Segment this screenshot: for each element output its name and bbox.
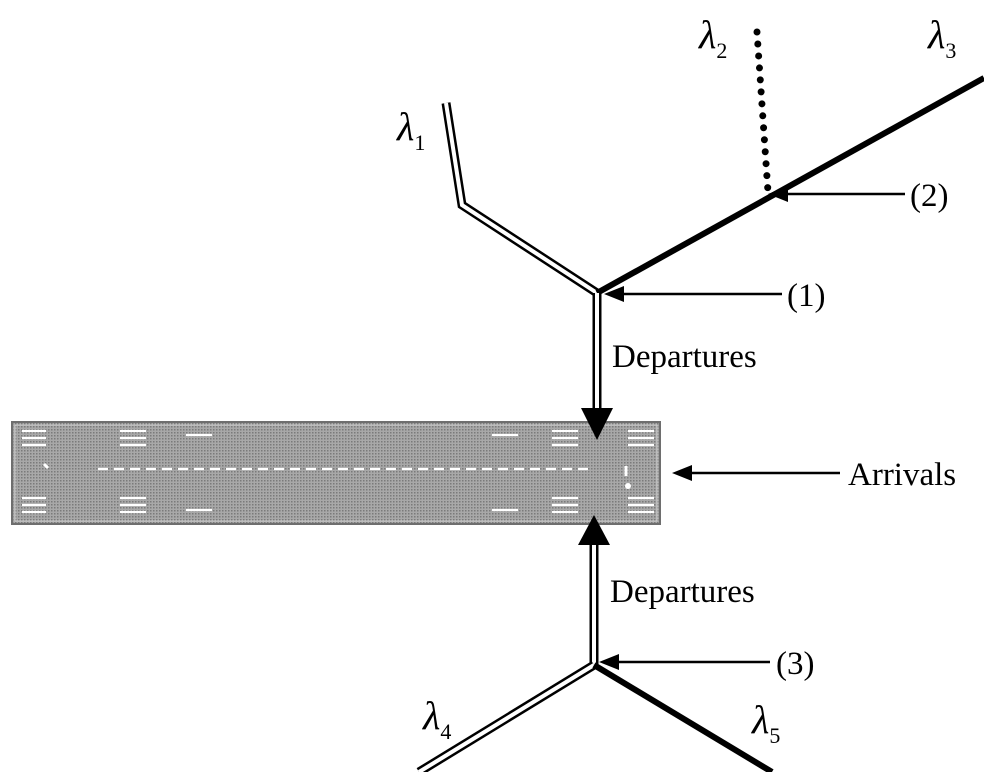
lambda4-double-line xyxy=(416,661,597,772)
lambda1-label: λ1 xyxy=(396,104,425,155)
lambda5-line xyxy=(592,662,774,772)
departures-top-arrowhead xyxy=(581,408,613,440)
pointer-arrows xyxy=(599,186,905,670)
lambda1-double-line xyxy=(441,102,600,297)
merge-point-1-label: (1) xyxy=(787,278,825,314)
merge-point-2-label: (2) xyxy=(910,178,948,214)
stream-lines xyxy=(416,28,984,772)
lambda5-label: λ5 xyxy=(751,697,780,748)
runway-markings xyxy=(22,429,654,514)
lambda2-label: λ2 xyxy=(698,12,727,63)
lambda2-dotted-line xyxy=(753,28,772,196)
merge-point-3-label: (3) xyxy=(776,646,814,682)
lambda4-label: λ4 xyxy=(422,693,451,744)
runway xyxy=(11,421,661,525)
lambda3-line xyxy=(595,75,984,296)
departures-bottom-label: Departures xyxy=(610,574,755,610)
arrowhead-icon xyxy=(672,465,692,481)
arrowhead-icon xyxy=(768,186,788,202)
lambda3-label: λ3 xyxy=(927,12,956,63)
arrowhead-icon xyxy=(604,286,624,302)
departures-bottom-arrowhead xyxy=(578,515,610,545)
departures-top-label: Departures xyxy=(612,339,757,375)
arrowhead-icon xyxy=(599,654,619,670)
arrivals-label: Arrivals xyxy=(848,457,956,493)
